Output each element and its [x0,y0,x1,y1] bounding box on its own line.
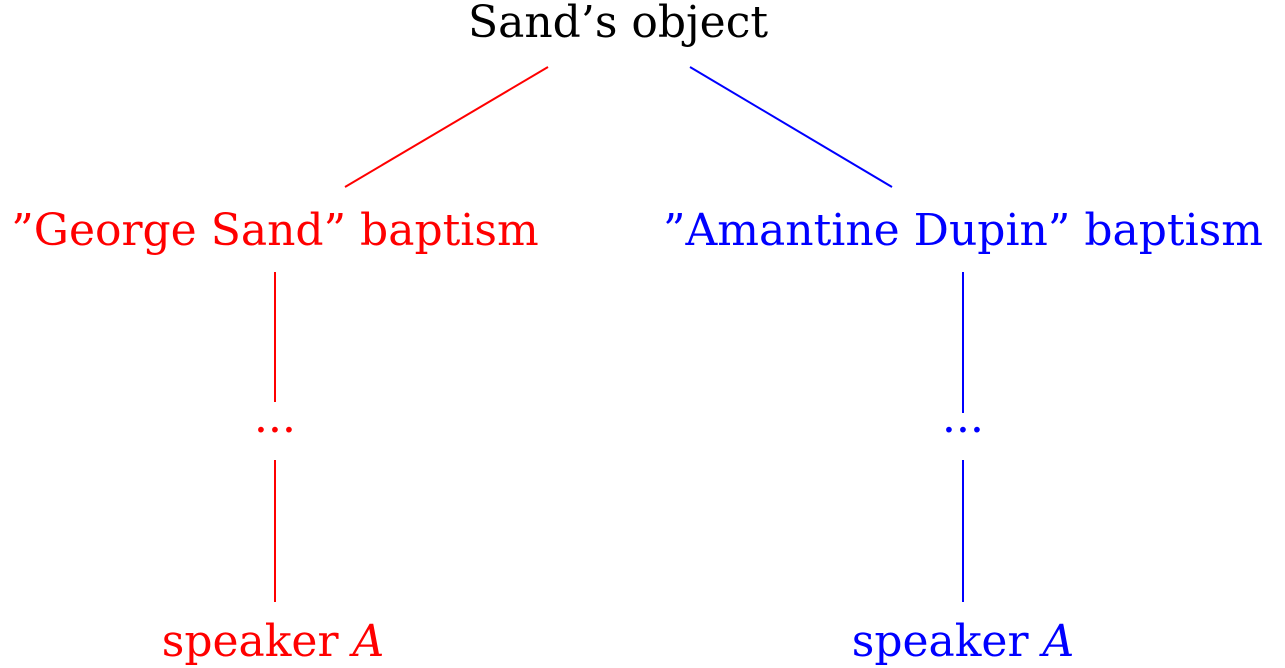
root-node: Sand’s object [468,0,768,48]
right-speaker-node: speaker A [852,616,1075,667]
edge-root-right [689,66,893,188]
left-speaker-node: speaker A [162,616,385,667]
right-baptism-node: ”Amantine Dupin” baptism [663,205,1263,256]
right-ellipsis-node: ··· [942,405,984,456]
edge-root-left [344,66,549,188]
left-ellipsis-node: ··· [254,405,296,456]
left-baptism-node: ”George Sand” baptism [11,205,538,256]
